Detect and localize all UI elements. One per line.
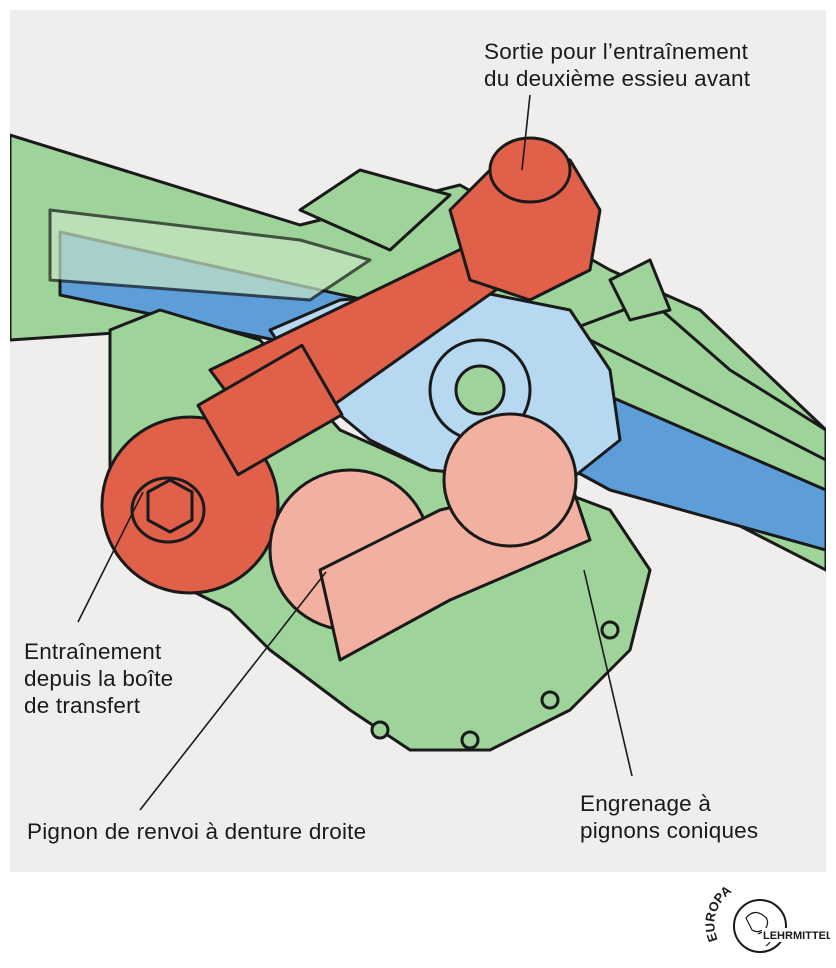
leader-left — [77, 491, 144, 623]
differential-pinion — [454, 364, 506, 416]
leader-bottom-right — [583, 569, 633, 777]
mounting-pad — [298, 168, 452, 252]
tube-inner — [48, 208, 372, 302]
label-output-second-front-axle: Sortie pour l’entraînement du deuxième e… — [484, 39, 751, 91]
svg-text:LEHRMITTEL: LEHRMITTEL — [763, 930, 830, 942]
shaft-splines — [196, 343, 344, 477]
output-flange-face — [488, 136, 572, 204]
label-spur-gear-idler: Pignon de renvoi à denture droite — [27, 819, 367, 844]
bevel-gear — [442, 412, 578, 548]
leader-bottom — [139, 571, 327, 811]
axle-drive-illustration — [10, 94, 826, 811]
label-drive-from-transfer-box: Entraînement depuis la boîte de transfer… — [24, 639, 174, 718]
label-bevel-gearing: Engrenage à pignons coniques — [580, 791, 759, 843]
europa-lehrmittel-logo: EUROPA LEHRMITTEL — [702, 882, 830, 953]
svg-text:EUROPA: EUROPA — [702, 882, 734, 944]
input-flange-nut — [146, 478, 194, 534]
leader-top-right — [521, 94, 531, 171]
mounting-pad-right — [608, 258, 672, 322]
